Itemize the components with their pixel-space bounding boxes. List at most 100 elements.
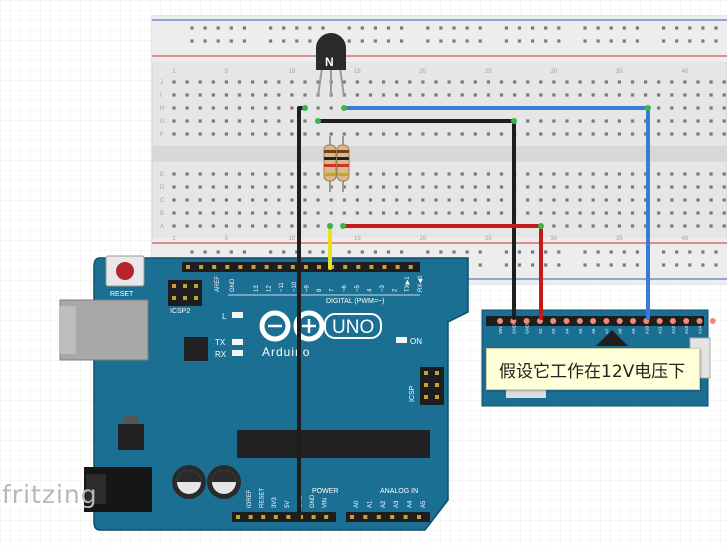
- center-channel: [152, 146, 727, 162]
- column-number-bottom: 20: [420, 236, 427, 242]
- analog-pin-label: A5: [421, 500, 427, 508]
- column-number-bottom: 5: [225, 236, 229, 242]
- column-number-bottom: 1: [172, 236, 176, 242]
- digital-pin-label: RX◀0: [418, 275, 424, 292]
- power-pin-label: GND: [310, 494, 316, 508]
- digital-pin-label: 4: [367, 288, 373, 292]
- module-pin-label: VIN: [498, 326, 503, 334]
- brand-label: Arduino: [262, 345, 310, 359]
- column-number-top: 40: [682, 69, 689, 75]
- digital-pin-label: 12: [267, 285, 273, 292]
- column-number-bottom: 30: [551, 236, 558, 242]
- tx-led: [232, 339, 243, 345]
- column-number-bottom: 40: [682, 236, 689, 242]
- module-pin-label: GND: [525, 323, 530, 334]
- analog-pin-label: A2: [381, 500, 387, 508]
- power-pin-label: 5V: [285, 501, 291, 508]
- annotation-note: 假设它工作在12V电压下: [486, 348, 700, 390]
- digital-pin-label: ~9: [304, 284, 310, 292]
- row-letter: D: [160, 185, 165, 191]
- uno-badge: [324, 313, 382, 339]
- resistor-2: [336, 136, 350, 192]
- digital-pin-label: ~5: [355, 284, 361, 292]
- digital-pin-label: 8: [317, 288, 323, 292]
- row-letter: E: [160, 172, 164, 178]
- fritzing-watermark: fritzing: [2, 480, 98, 509]
- icsp-header: [420, 367, 444, 405]
- analog-pin-label: A0: [354, 500, 360, 508]
- module-pin-label: A11: [658, 326, 663, 334]
- l-led-label: L: [222, 312, 227, 321]
- module-pin-label: A5: [578, 328, 583, 334]
- digital-pin-label: ~10: [292, 281, 298, 292]
- digital-pin-label: ~11: [279, 282, 285, 292]
- column-number-top: 5: [225, 69, 229, 75]
- module-pin-label: A4: [565, 328, 570, 334]
- transistor: N: [316, 33, 346, 97]
- digital-pin-label: ~3: [380, 284, 386, 292]
- icsp2-label: ICSP2: [170, 308, 190, 315]
- column-number-bottom: 10: [289, 236, 296, 242]
- analog-header: [346, 512, 430, 522]
- row-letter: H: [160, 106, 164, 112]
- module-pin-label: A8: [618, 328, 623, 334]
- breadboard-column-numbers: 1155101015152020252530303535404045455050…: [172, 69, 689, 242]
- annotation-text: 假设它工作在12V电压下: [499, 361, 686, 382]
- power-pin-label: IOREF: [247, 489, 253, 508]
- row-letter: J: [160, 80, 163, 86]
- breadboard-row-letters: J I H G F E D C B A: [160, 80, 165, 230]
- column-number-top: 25: [485, 69, 492, 75]
- row-letter: C: [160, 198, 165, 204]
- column-number-top: 30: [551, 69, 558, 75]
- reset-label: RESET: [110, 291, 134, 298]
- atmega-chip: [237, 430, 430, 458]
- column-number-bottom: 25: [485, 236, 492, 242]
- rx-led: [232, 350, 243, 356]
- module-pin-label: A3: [551, 328, 556, 334]
- module-pin-label: A6: [591, 328, 596, 334]
- wires: [297, 105, 651, 520]
- resistor-1: [323, 136, 337, 192]
- power-pin-label: RESET: [260, 488, 266, 508]
- analog-pin-label: A3: [394, 500, 400, 508]
- regulator: [118, 424, 144, 450]
- model-label: UNO: [332, 317, 374, 338]
- arduino-logo-icon: [259, 310, 325, 342]
- analog-pin-label: A4: [408, 500, 414, 508]
- tx-led-label: TX: [215, 338, 226, 347]
- on-led: [396, 337, 407, 343]
- reset-button-cap: [116, 262, 134, 280]
- row-letter: A: [160, 224, 164, 230]
- module-pin-label: A9: [631, 328, 636, 334]
- digital-pin-label: 2: [393, 288, 399, 292]
- module-pin-label: A10: [644, 325, 649, 334]
- module-pin-label: GND: [511, 323, 516, 334]
- column-number-bottom: 15: [354, 236, 361, 242]
- icsp-label: ICSP: [409, 385, 416, 402]
- row-letter: F: [160, 132, 164, 138]
- power-pin-label: VIN: [323, 498, 329, 508]
- small-chip: [184, 337, 208, 361]
- module-pin-label: A13: [684, 325, 689, 334]
- row-letter: B: [160, 211, 164, 217]
- column-number-top: 15: [354, 69, 361, 75]
- row-letter: G: [160, 119, 165, 125]
- l-led: [232, 312, 243, 318]
- module-pin-label: A7: [604, 328, 609, 334]
- column-number-bottom: 35: [616, 236, 623, 242]
- digital-pin-label: 7: [330, 288, 336, 292]
- column-number-top: 10: [289, 69, 296, 75]
- row-letter: I: [160, 93, 162, 99]
- digital-pin-label: TX▶1: [405, 276, 411, 292]
- breadboard: 1155101015152020252530303535404045455050…: [151, 15, 727, 285]
- module-pin-label: A2: [538, 328, 543, 334]
- module-pin-label: A12: [671, 325, 676, 334]
- capacitor-1: [172, 465, 206, 499]
- power-pin-label: 3V3: [272, 497, 278, 508]
- column-number-top: 1: [172, 69, 176, 75]
